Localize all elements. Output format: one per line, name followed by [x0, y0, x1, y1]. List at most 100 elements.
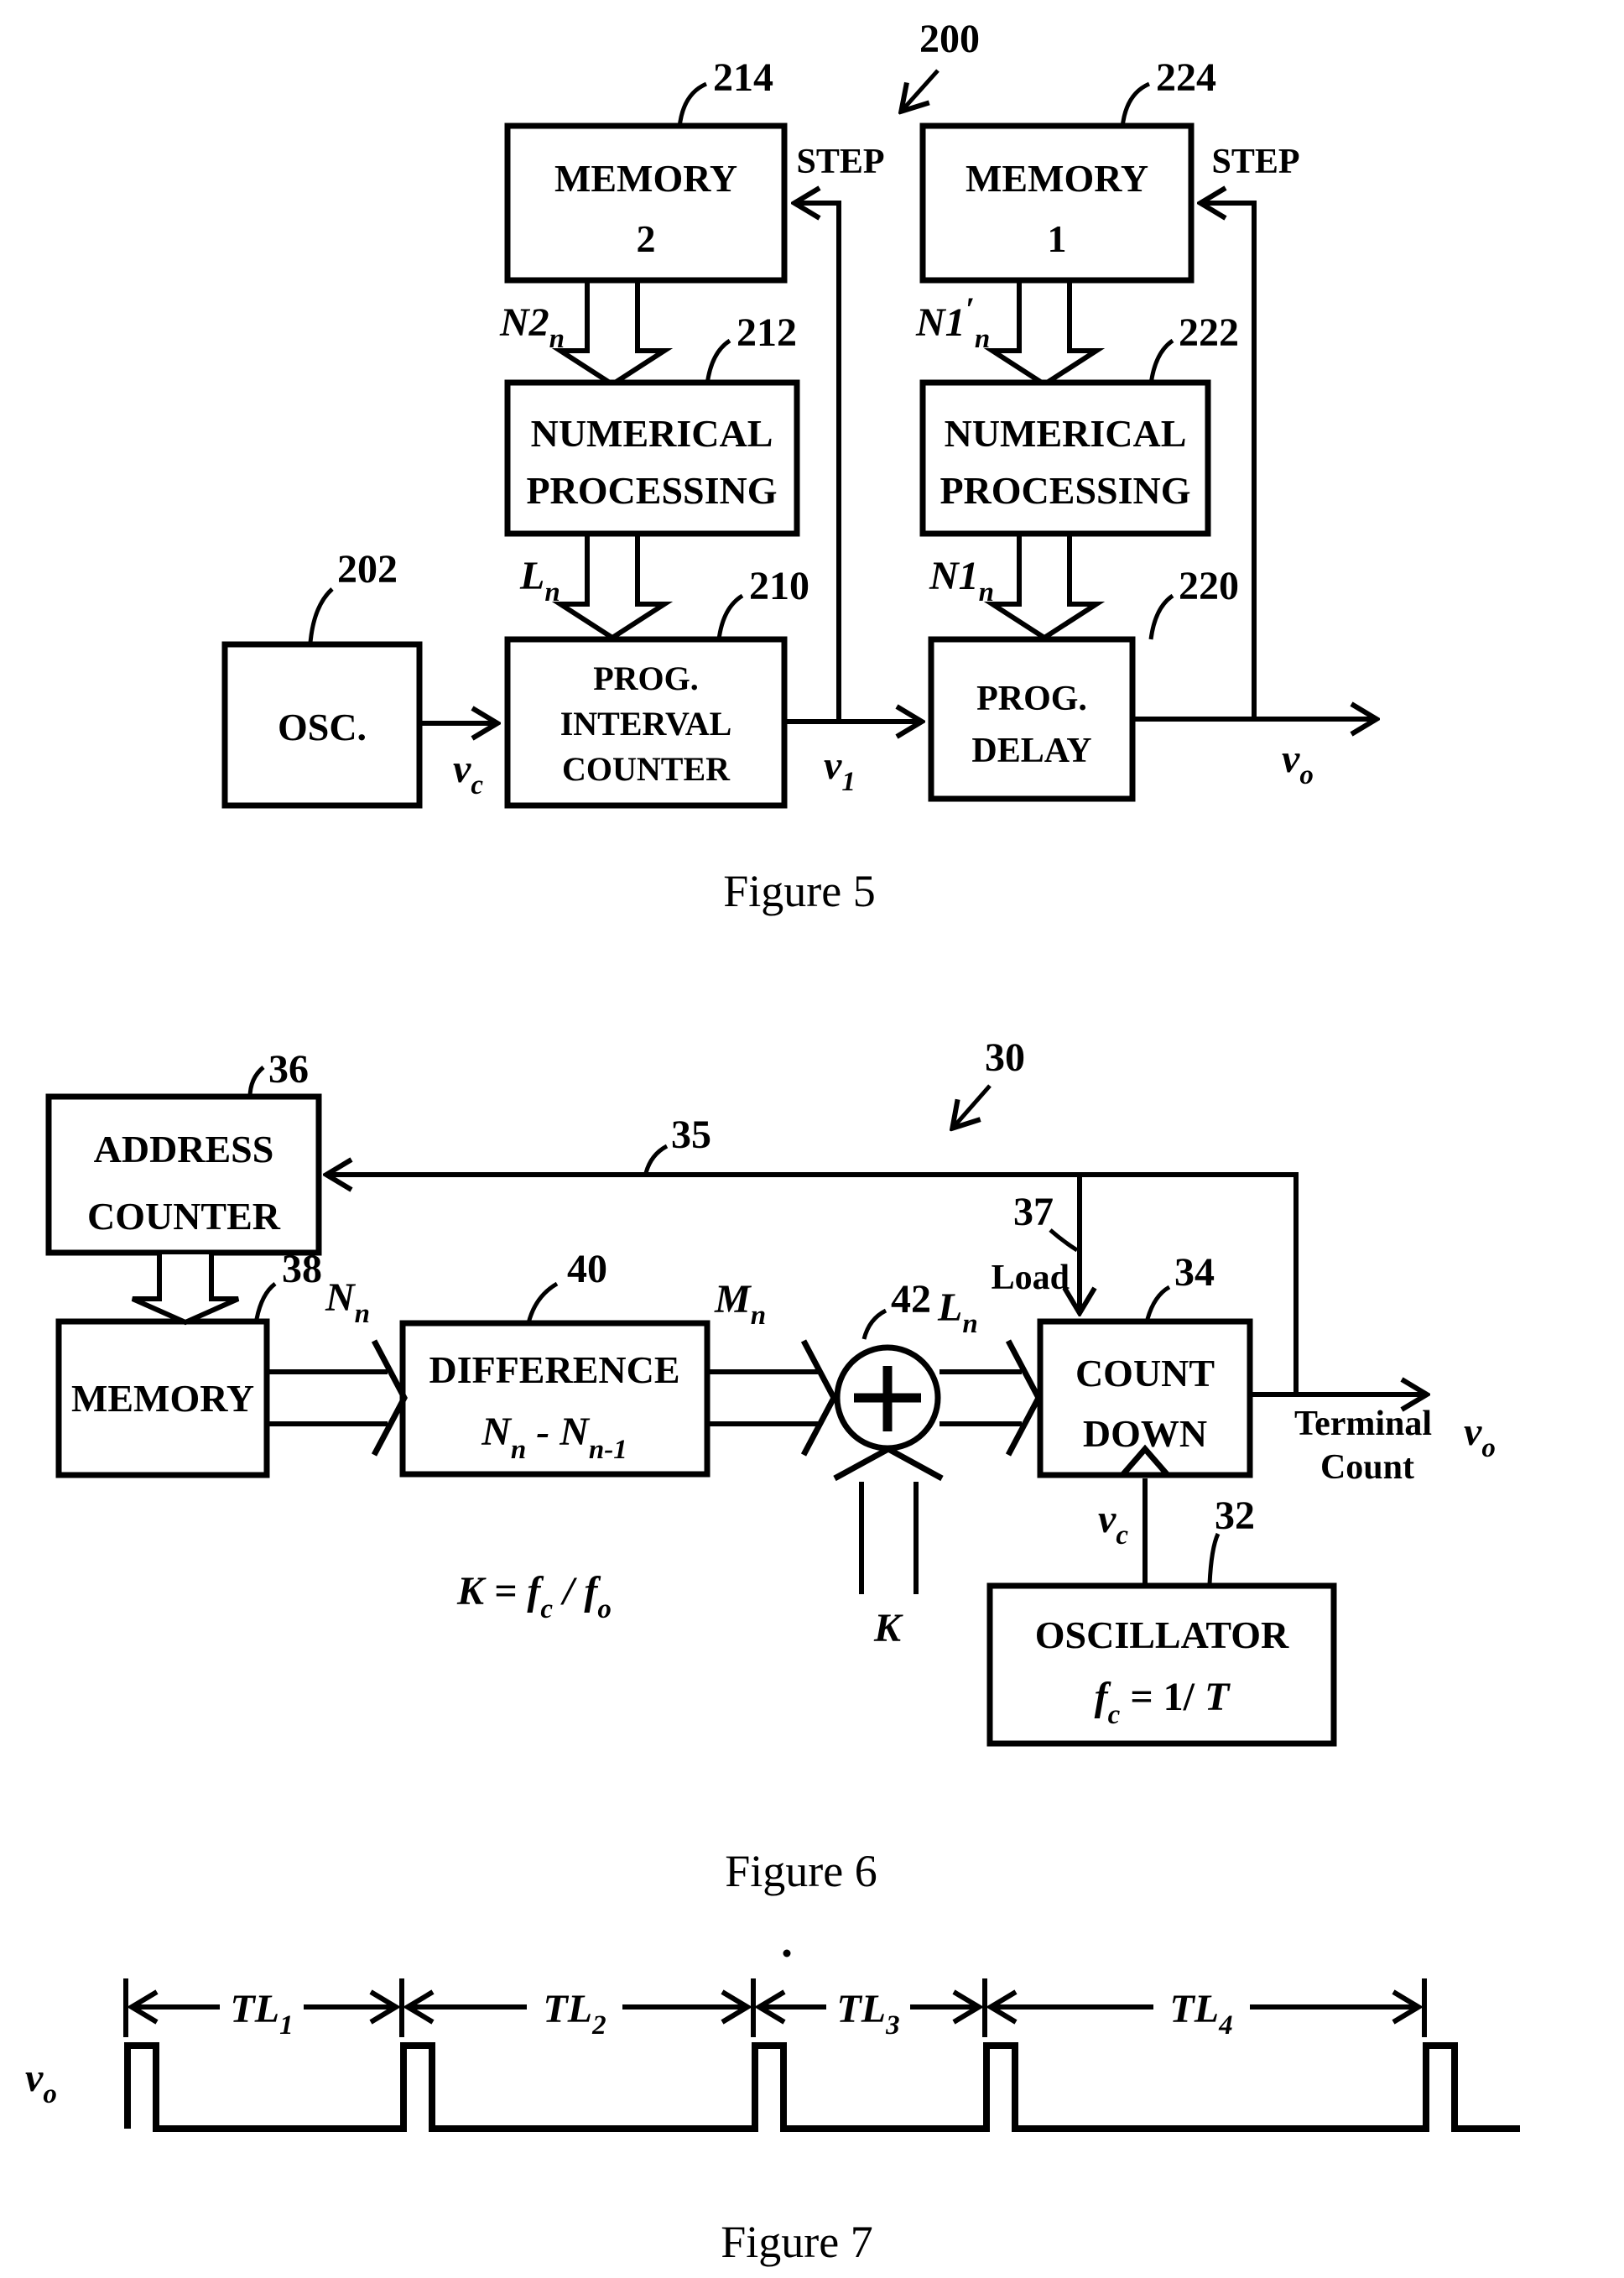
ref-214: 214: [713, 55, 773, 100]
vc-label-fig6: vc: [1098, 1497, 1128, 1551]
n1-prime-label: N1′n: [915, 290, 990, 354]
ref-212: 212: [737, 310, 797, 355]
n1n-label: N1n: [929, 554, 994, 607]
ref-212-leader: [705, 338, 731, 385]
ref-202: 202: [337, 547, 398, 592]
ref-38: 38: [282, 1247, 322, 1291]
difference-label: DIFFERENCE: [429, 1348, 679, 1391]
bus-adder-to-countdown-shafts: [940, 1369, 1022, 1426]
ref-40: 40: [567, 1247, 607, 1291]
ref-224: 224: [1156, 55, 1216, 100]
ref-36-leader: [247, 1066, 265, 1098]
memory-label-fig6: MEMORY: [71, 1377, 254, 1420]
memory1-box: [919, 123, 1195, 284]
tl2-label: TL2: [543, 1987, 606, 2041]
ref-220: 220: [1179, 564, 1239, 608]
address-counter-box: [45, 1093, 322, 1256]
ref-210-leader: [716, 593, 744, 640]
numerical-right-label-line1: NUMERICAL: [945, 412, 1187, 455]
ref-35-leader: [643, 1144, 669, 1174]
numerical-processing-right-box: [919, 379, 1211, 537]
address-counter-label-line1: ADDRESS: [94, 1128, 274, 1170]
dimension-ticks: [123, 1978, 1427, 2037]
figure7-caption: Figure 7: [721, 2217, 873, 2267]
n2n-label: N2n: [499, 300, 565, 354]
difference-box: [399, 1320, 710, 1478]
vc-label-fig5: vc: [453, 747, 483, 800]
bus-memory-to-difference-shafts: [267, 1369, 388, 1426]
ref-38-leader: [254, 1282, 277, 1320]
pic-label-line3: COUNTER: [562, 750, 731, 788]
ref-37: 37: [1013, 1190, 1054, 1234]
prog-interval-counter-box: [504, 636, 788, 809]
pic-label-line1: PROG.: [593, 659, 699, 697]
memory-box-fig6: [55, 1318, 270, 1478]
oscillator-formula: fc = 1/ T: [1095, 1675, 1231, 1730]
ref-30-arrow: [953, 1084, 992, 1128]
k-formula: K = fc / fo: [456, 1569, 612, 1624]
step-label-right: STEP: [1211, 143, 1299, 181]
difference-formula: Nn - Nn-1: [481, 1410, 627, 1465]
pic-label-line2: INTERVAL: [560, 705, 732, 743]
bus-arrow-numerical-to-delay: [983, 535, 1106, 641]
feedback-wire-35: [327, 1175, 1299, 1394]
oscillator-label: OSCILLATOR: [1035, 1613, 1289, 1656]
adder-plus-icon: [854, 1366, 921, 1431]
ref-32-leader: [1207, 1532, 1221, 1585]
load-label: Load: [992, 1259, 1070, 1297]
ref-36: 36: [268, 1047, 309, 1092]
memory2-label-line1: MEMORY: [554, 157, 737, 200]
terminal-count-label-line2: Count: [1320, 1448, 1414, 1487]
ref-222: 222: [1179, 310, 1239, 355]
mn-label: Mn: [714, 1277, 766, 1331]
memory1-label-line1: MEMORY: [966, 157, 1148, 200]
prog-delay-label-line2: DELAY: [971, 732, 1091, 770]
numerical-left-label-line1: NUMERICAL: [531, 412, 773, 455]
osc-label: OSC.: [278, 706, 367, 748]
ref-34: 34: [1174, 1250, 1215, 1295]
bus-arrow-numerical-to-counter: [551, 535, 674, 641]
clock-input-chevron: [1120, 1444, 1170, 1478]
numerical-left-label-line2: PROCESSING: [526, 469, 777, 512]
ref-32: 32: [1215, 1493, 1255, 1538]
step-label-left: STEP: [796, 143, 884, 181]
ref-200: 200: [919, 17, 980, 61]
terminal-count-label-line1: Terminal: [1294, 1405, 1432, 1443]
bus-difference-to-adder-head: [800, 1339, 837, 1457]
figure6-diagram: ADDRESS COUNTER MEMORY DIFFERENCE Nn - N…: [45, 1035, 1496, 1957]
numerical-right-label-line2: PROCESSING: [940, 469, 1190, 512]
ref-35: 35: [671, 1113, 711, 1157]
ref-34-leader: [1145, 1285, 1171, 1320]
bus-adder-to-countdown-head: [1005, 1339, 1042, 1457]
ref-222-leader: [1148, 338, 1174, 385]
prog-delay-label-line1: PROG.: [976, 680, 1087, 718]
v1-label: v1: [824, 743, 856, 797]
nn-label: Nn: [325, 1275, 370, 1329]
vo-pulse-waveform: [124, 2042, 1520, 2132]
step-feedback-wire-left: [795, 203, 841, 722]
count-down-label-line1: COUNT: [1075, 1352, 1215, 1394]
bus-arrow-counter-to-memory: [131, 1254, 240, 1326]
memory1-label-line2: 1: [1048, 217, 1067, 260]
tl4-label: TL4: [1169, 1987, 1232, 2041]
osc-box: [221, 641, 423, 809]
memory2-label-line2: 2: [637, 217, 656, 260]
ref-37-leader: [1049, 1228, 1079, 1253]
k-bus-head: [833, 1446, 944, 1482]
ref-200-arrow: [902, 69, 940, 111]
step-feedback-wire-right: [1201, 203, 1257, 719]
numerical-processing-left-box: [504, 379, 800, 537]
k-label: K: [873, 1606, 903, 1650]
ref-220-leader: [1148, 593, 1174, 640]
vo-label-fig5: vo: [1282, 737, 1314, 790]
ref-224-leader: [1120, 81, 1151, 128]
tl3-label: TL3: [836, 1987, 899, 2041]
prog-delay-box: [928, 636, 1136, 802]
ref-210: 210: [749, 564, 809, 608]
ref-202-leader: [308, 587, 334, 644]
bus-memory-to-difference-head: [371, 1339, 408, 1457]
figure6-caption: Figure 6: [725, 1846, 877, 1896]
ref-42-leader: [861, 1308, 887, 1340]
